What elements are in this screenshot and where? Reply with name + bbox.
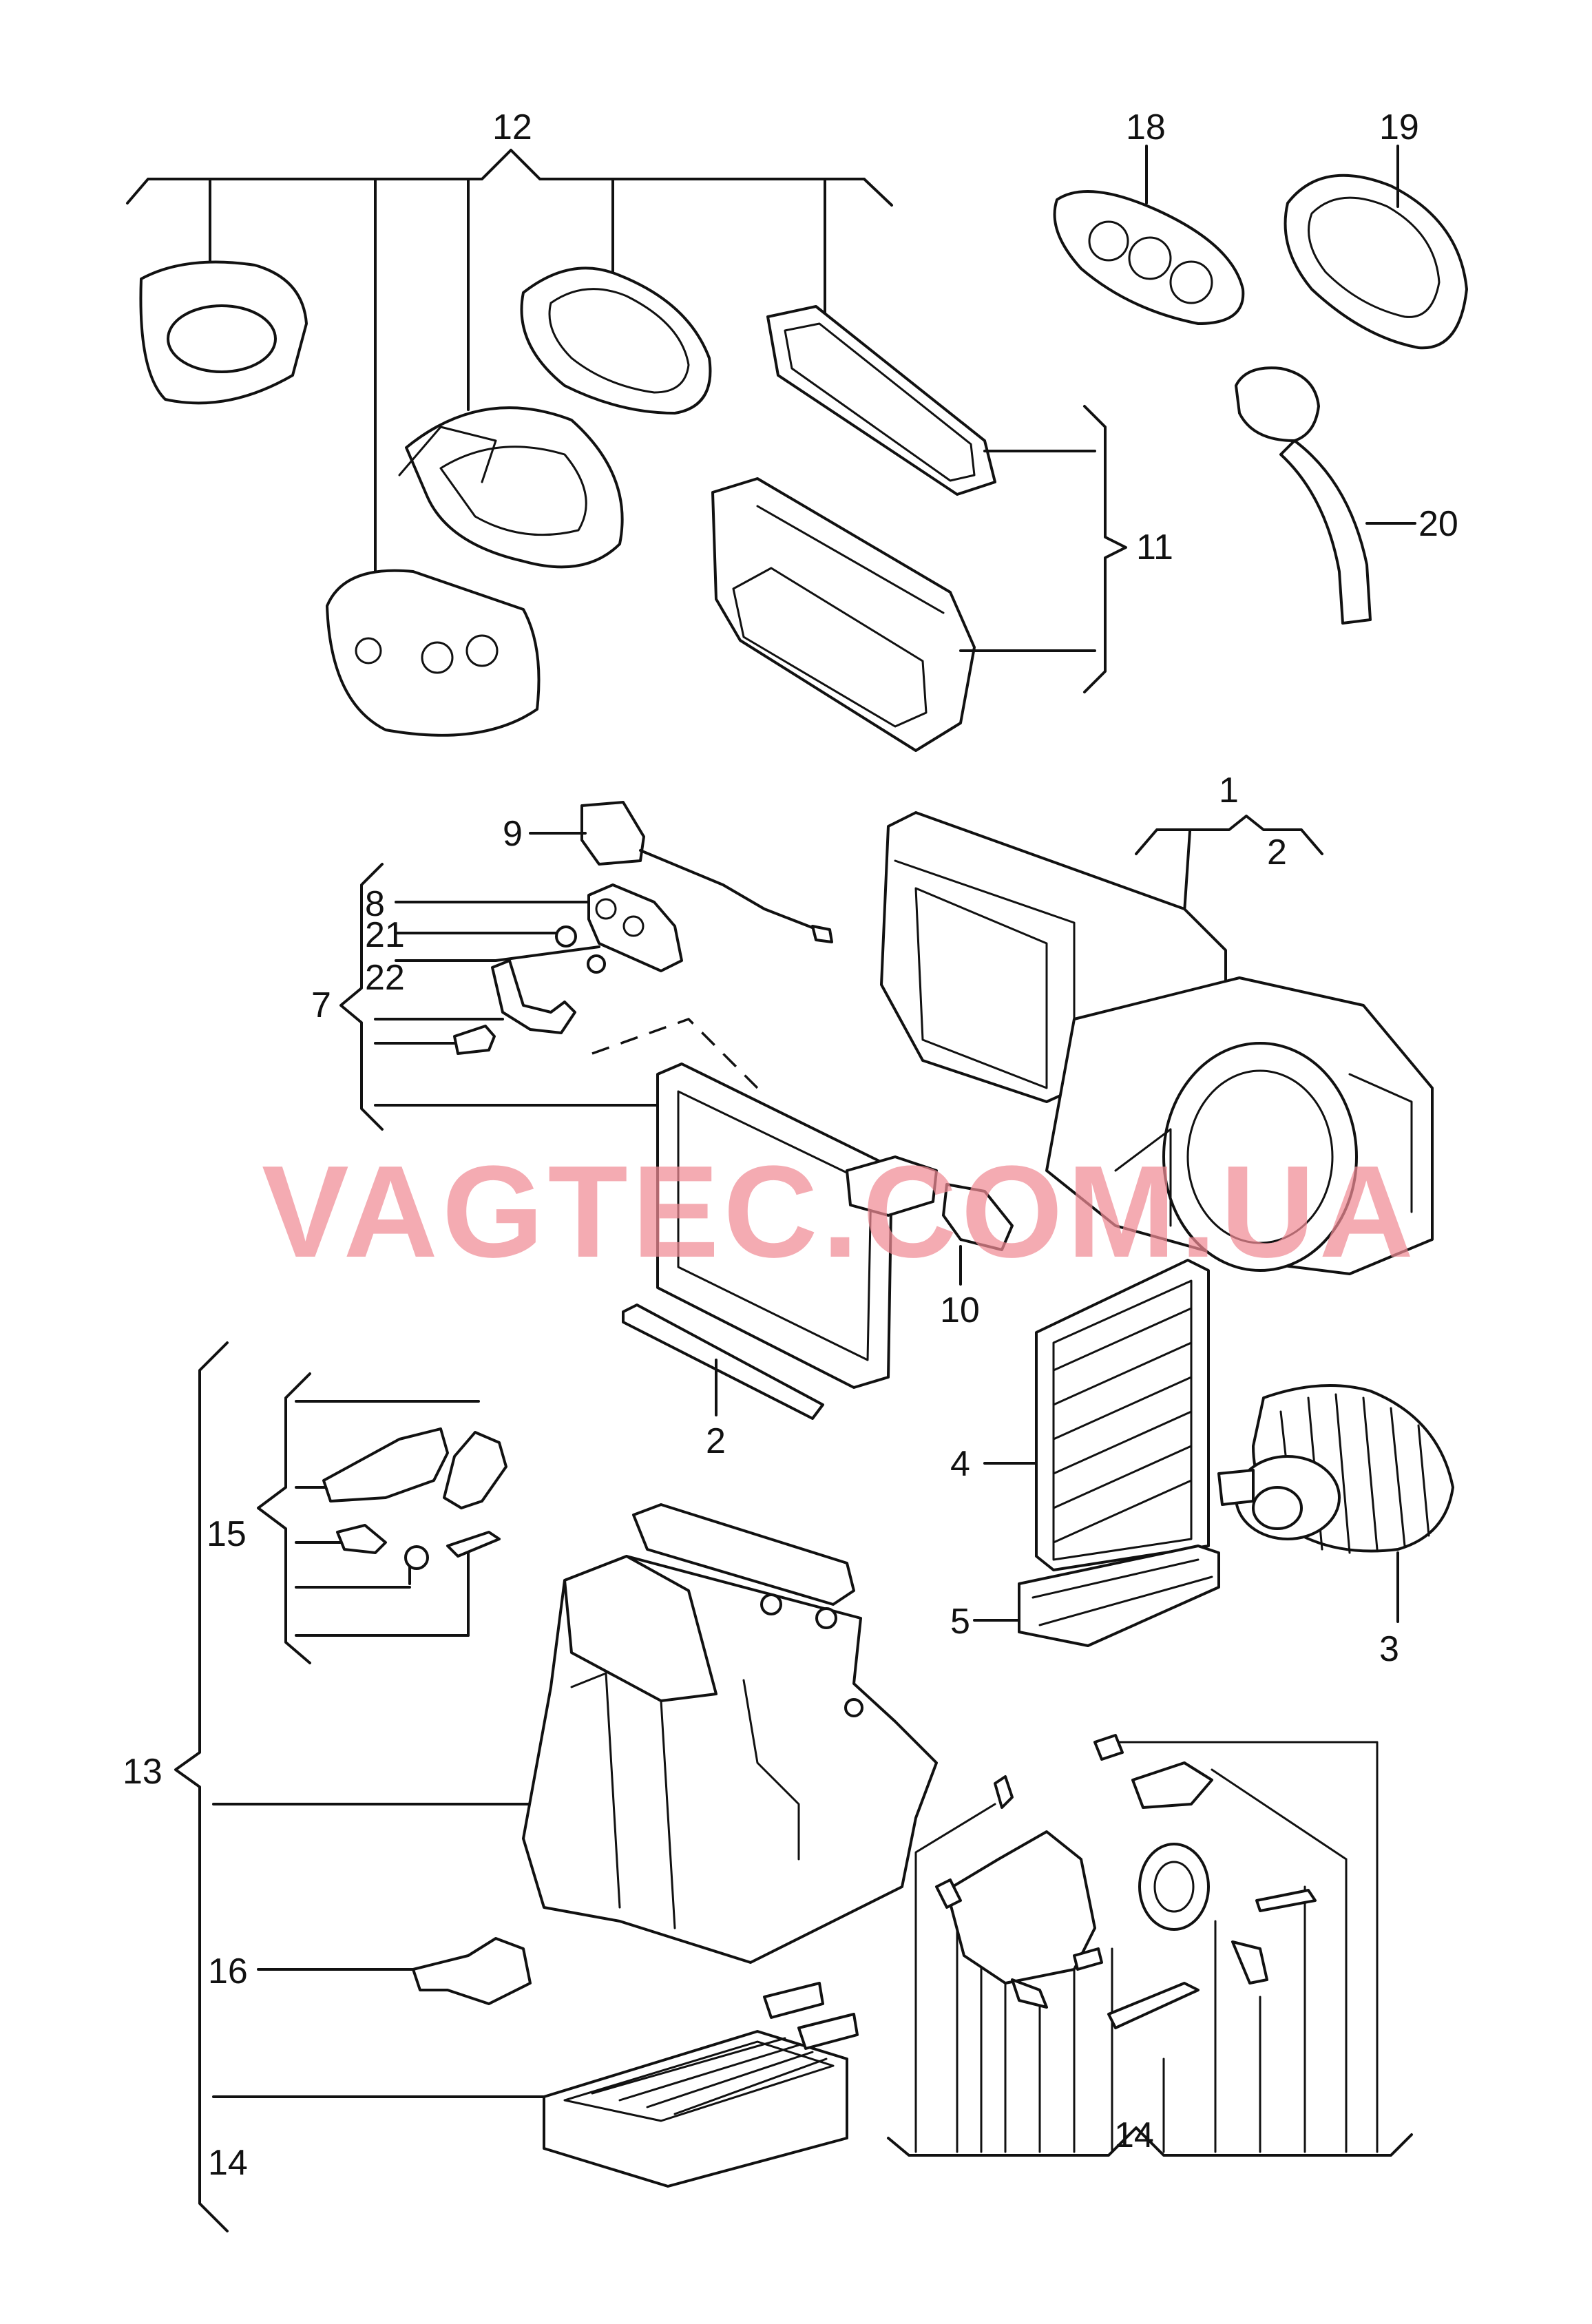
label-7: 7: [311, 985, 331, 1025]
label-4: 4: [950, 1444, 970, 1484]
label-1: 1: [1219, 771, 1239, 810]
part-18-grommet: [1053, 145, 1245, 325]
part-19-grommet: [1284, 145, 1468, 350]
label-11: 11: [1136, 527, 1173, 567]
part-16-clip: [257, 1937, 532, 2005]
callout-labels: 12 18 19 20 11 1 2 9 8 21 22 7 10 2 4 5 …: [123, 107, 1458, 2183]
label-8: 8: [365, 884, 385, 924]
part-group-13-heater-box: [174, 1341, 938, 2232]
label-18: 18: [1126, 107, 1166, 147]
part-group-12-seals: [126, 149, 996, 737]
part-group-14-actuators: [887, 1734, 1413, 2157]
label-9: 9: [503, 814, 523, 854]
part-3-blower-motor: [1217, 1384, 1454, 1623]
part-group-11-cover: [711, 405, 1127, 752]
part-20-hose: [1235, 366, 1416, 625]
part-1-evaporator-housing: [880, 811, 1434, 1275]
part-group-15-flaps: [257, 1372, 507, 1664]
label-15: 15: [207, 1514, 247, 1554]
part-group-7-expansion-valve: [339, 801, 1014, 1286]
label-20: 20: [1418, 504, 1458, 544]
label-5: 5: [950, 1602, 970, 1642]
part-5-filter-frame: [973, 1545, 1220, 1647]
part-2-evaporator: [622, 1062, 938, 1420]
label-10: 10: [940, 1290, 980, 1330]
label-14-left: 14: [208, 2143, 248, 2183]
part-14-heater-core: [212, 1982, 859, 2188]
label-16: 16: [208, 1951, 248, 1991]
label-14-right: 14: [1114, 2115, 1154, 2155]
watermark: VAGTEC.COM.UA: [262, 1139, 1418, 1285]
label-19: 19: [1379, 107, 1419, 147]
label-22: 22: [365, 958, 405, 998]
label-2-top: 2: [1267, 833, 1287, 872]
part-4-cabin-filter: [983, 1259, 1210, 1571]
label-12: 12: [492, 107, 532, 147]
label-21: 21: [365, 915, 405, 955]
label-13: 13: [123, 1752, 163, 1792]
label-2-evaporator: 2: [706, 1421, 726, 1461]
label-3: 3: [1379, 1629, 1399, 1669]
